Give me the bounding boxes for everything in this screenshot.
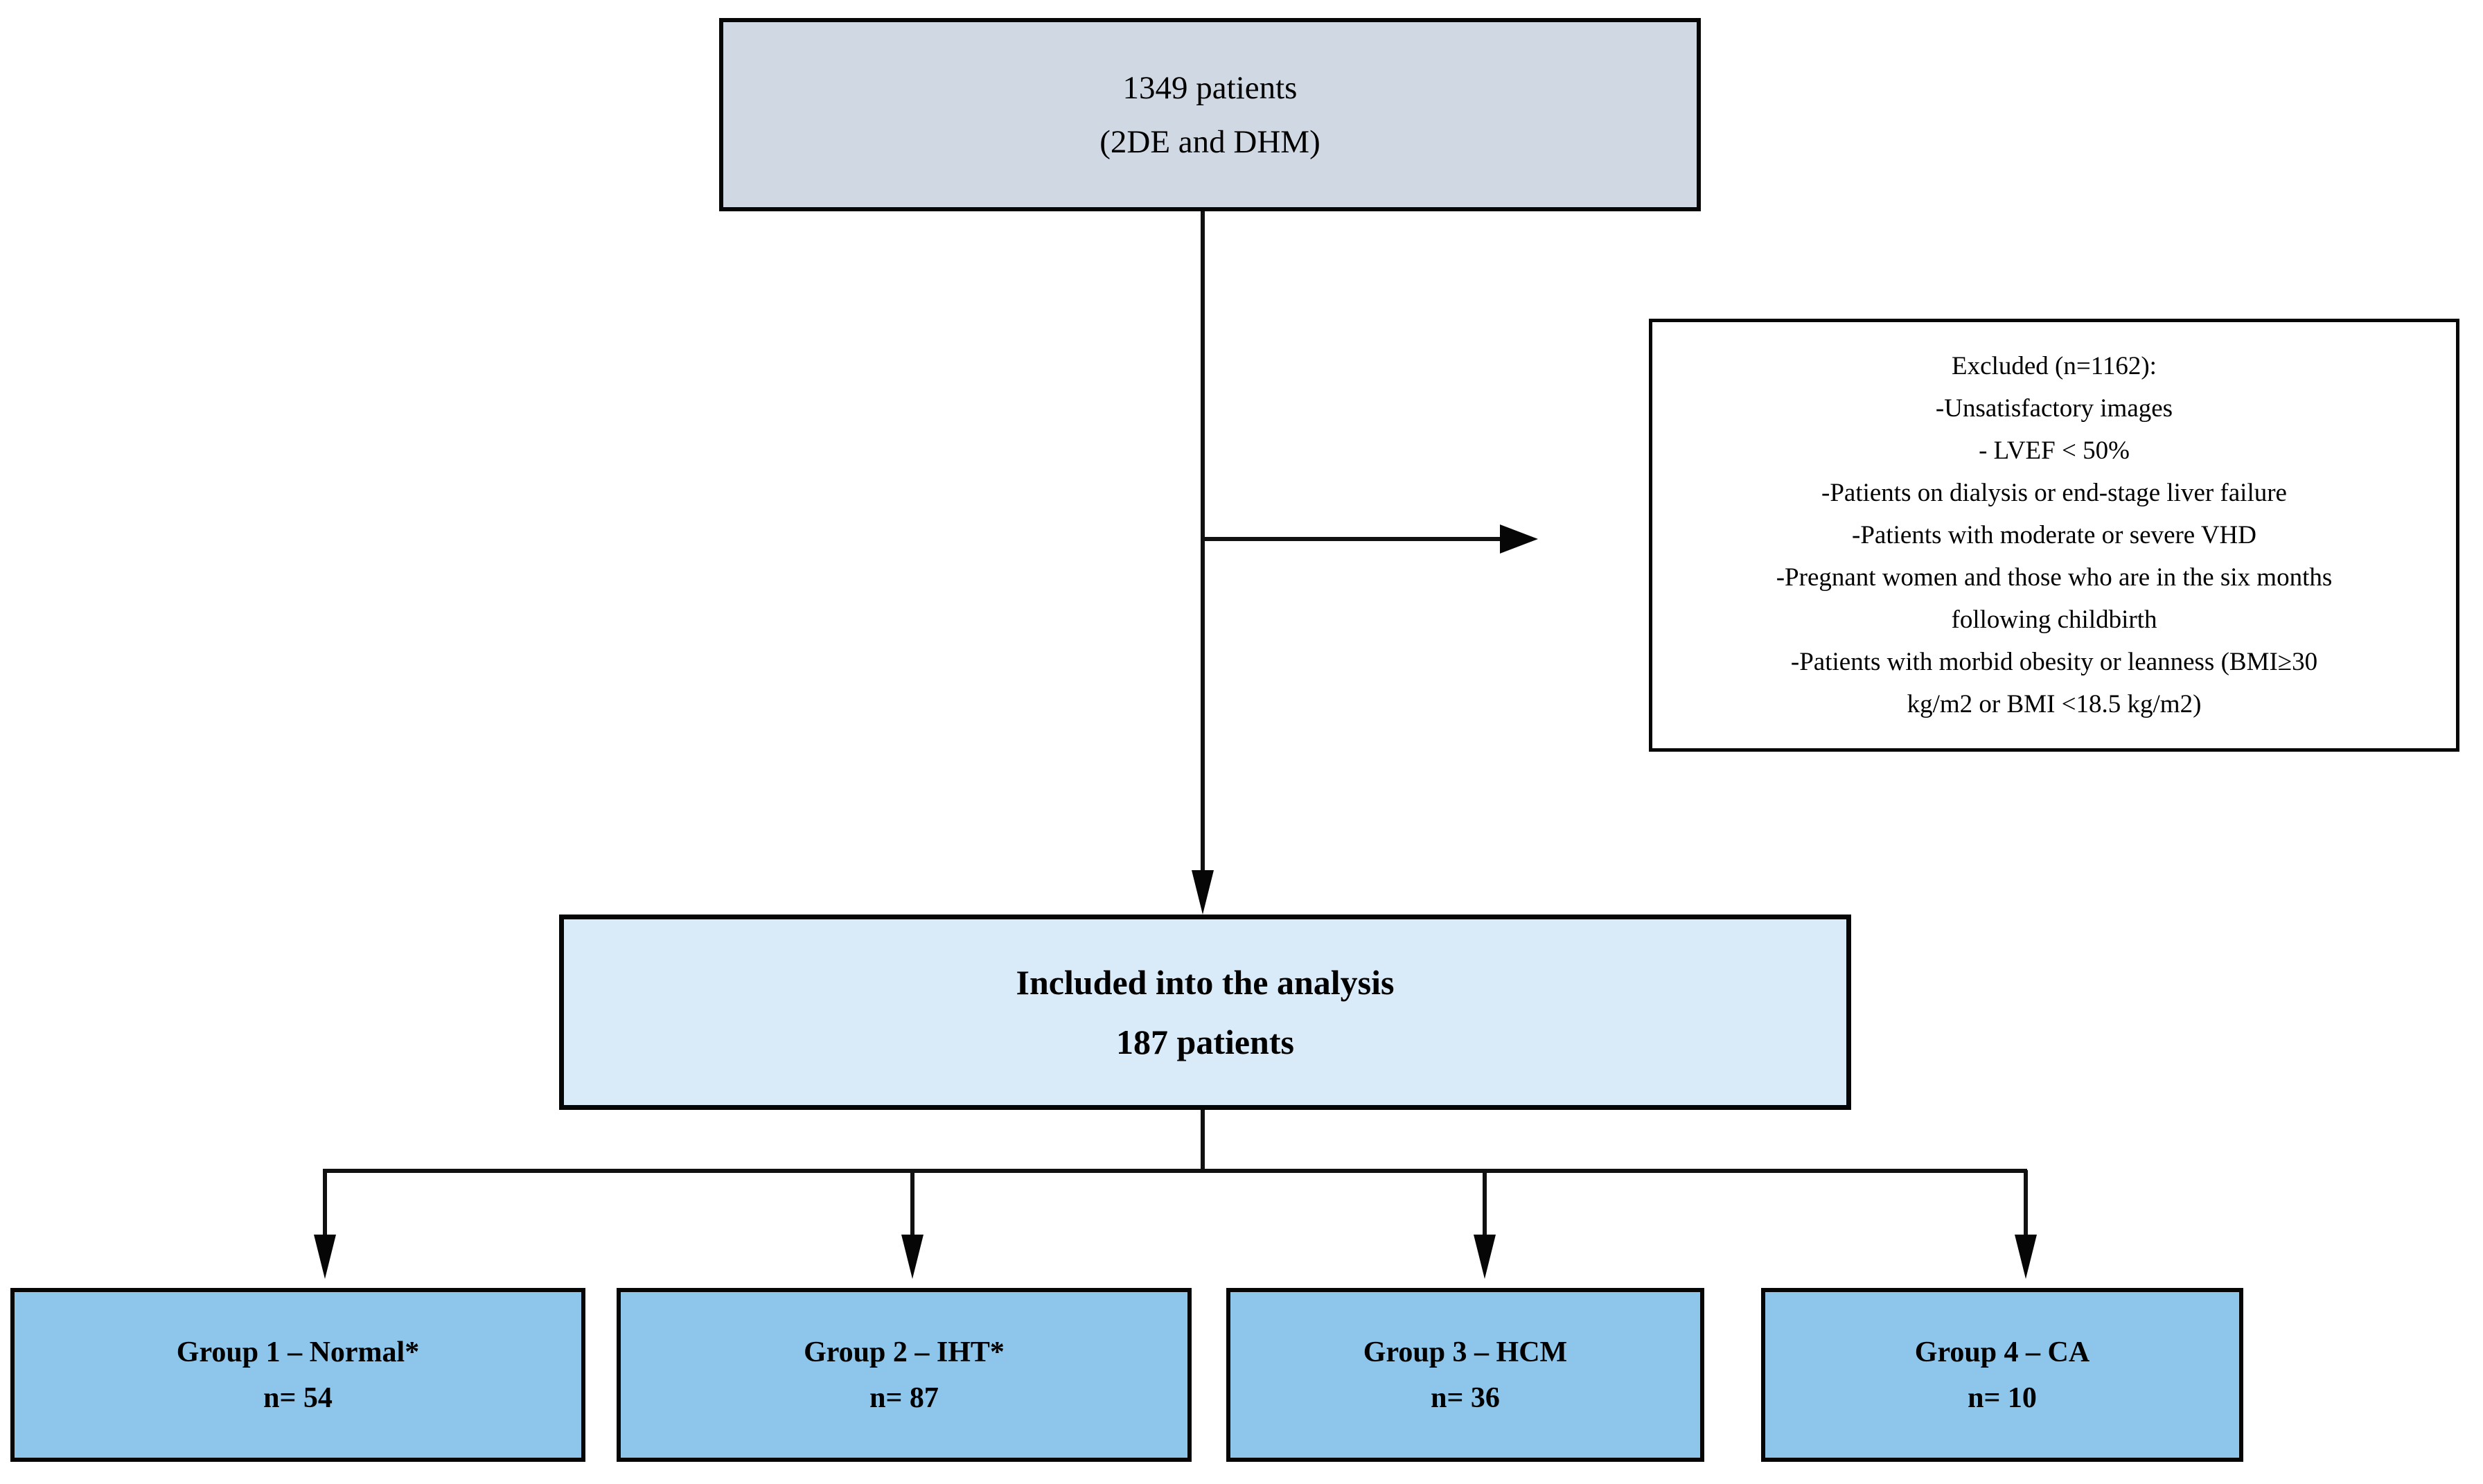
group2-iht-box: Group 2 – IHT* n= 87 <box>617 1288 1192 1462</box>
connector-drop-line-group3 <box>1483 1170 1487 1236</box>
excluded-item: -Patients on dialysis or end-stage liver… <box>1821 479 2287 507</box>
connector-drop-line-group2 <box>910 1170 914 1236</box>
connector-distribution-line <box>323 1169 2027 1173</box>
group2-n: n= 87 <box>869 1381 939 1414</box>
included-title-line: Included into the analysis <box>1016 963 1395 1002</box>
group3-label: Group 3 – HCM <box>1363 1336 1568 1368</box>
group4-ca-box: Group 4 – CA n= 10 <box>1761 1288 2243 1462</box>
group1-normal-box: Group 1 – Normal* n= 54 <box>10 1288 585 1462</box>
group4-n: n= 10 <box>1968 1381 2037 1414</box>
group3-hcm-box: Group 3 – HCM n= 36 <box>1226 1288 1704 1462</box>
connector-top-to-included-line <box>1201 211 1205 872</box>
connector-drop-line-group4 <box>2024 1170 2028 1236</box>
group1-n: n= 54 <box>263 1381 333 1414</box>
arrowhead-down-group4-icon <box>2015 1235 2037 1279</box>
arrowhead-down-group1-icon <box>314 1235 336 1279</box>
group3-n: n= 36 <box>1431 1381 1500 1414</box>
excluded-item: -Pregnant women and those who are in the… <box>1776 563 2333 592</box>
connector-excluded-branch-line <box>1203 537 1501 541</box>
excluded-item-wrap: following childbirth <box>1951 606 2157 634</box>
arrowhead-right-to-excluded-icon <box>1500 524 1538 554</box>
excluded-item: - LVEF < 50% <box>1979 436 2130 465</box>
excluded-item: -Patients with moderate or severe VHD <box>1852 521 2256 549</box>
excluded-item: -Unsatisfactory images <box>1935 394 2173 423</box>
connector-drop-line-group1 <box>323 1170 327 1236</box>
excluded-item: -Patients with morbid obesity or leannes… <box>1790 648 2318 676</box>
enrolled-patients-box: 1349 patients (2DE and DHM) <box>719 18 1701 211</box>
arrowhead-down-to-included-icon <box>1192 870 1214 915</box>
excluded-header: Excluded (n=1162): <box>1952 352 2157 380</box>
group1-label: Group 1 – Normal* <box>176 1336 420 1368</box>
enrolled-method-line: (2DE and DHM) <box>1099 123 1320 160</box>
connector-included-stem-line <box>1201 1110 1205 1172</box>
arrowhead-down-group3-icon <box>1474 1235 1496 1279</box>
group2-label: Group 2 – IHT* <box>804 1336 1005 1368</box>
included-analysis-box: Included into the analysis 187 patients <box>559 915 1851 1110</box>
included-count-line: 187 patients <box>1116 1023 1294 1061</box>
excluded-item-wrap: kg/m2 or BMI <18.5 kg/m2) <box>1907 690 2202 718</box>
enrolled-count-line: 1349 patients <box>1122 69 1298 106</box>
group4-label: Group 4 – CA <box>1914 1336 2090 1368</box>
arrowhead-down-group2-icon <box>901 1235 924 1279</box>
excluded-criteria-box: Excluded (n=1162): -Unsatisfactory image… <box>1649 319 2459 752</box>
